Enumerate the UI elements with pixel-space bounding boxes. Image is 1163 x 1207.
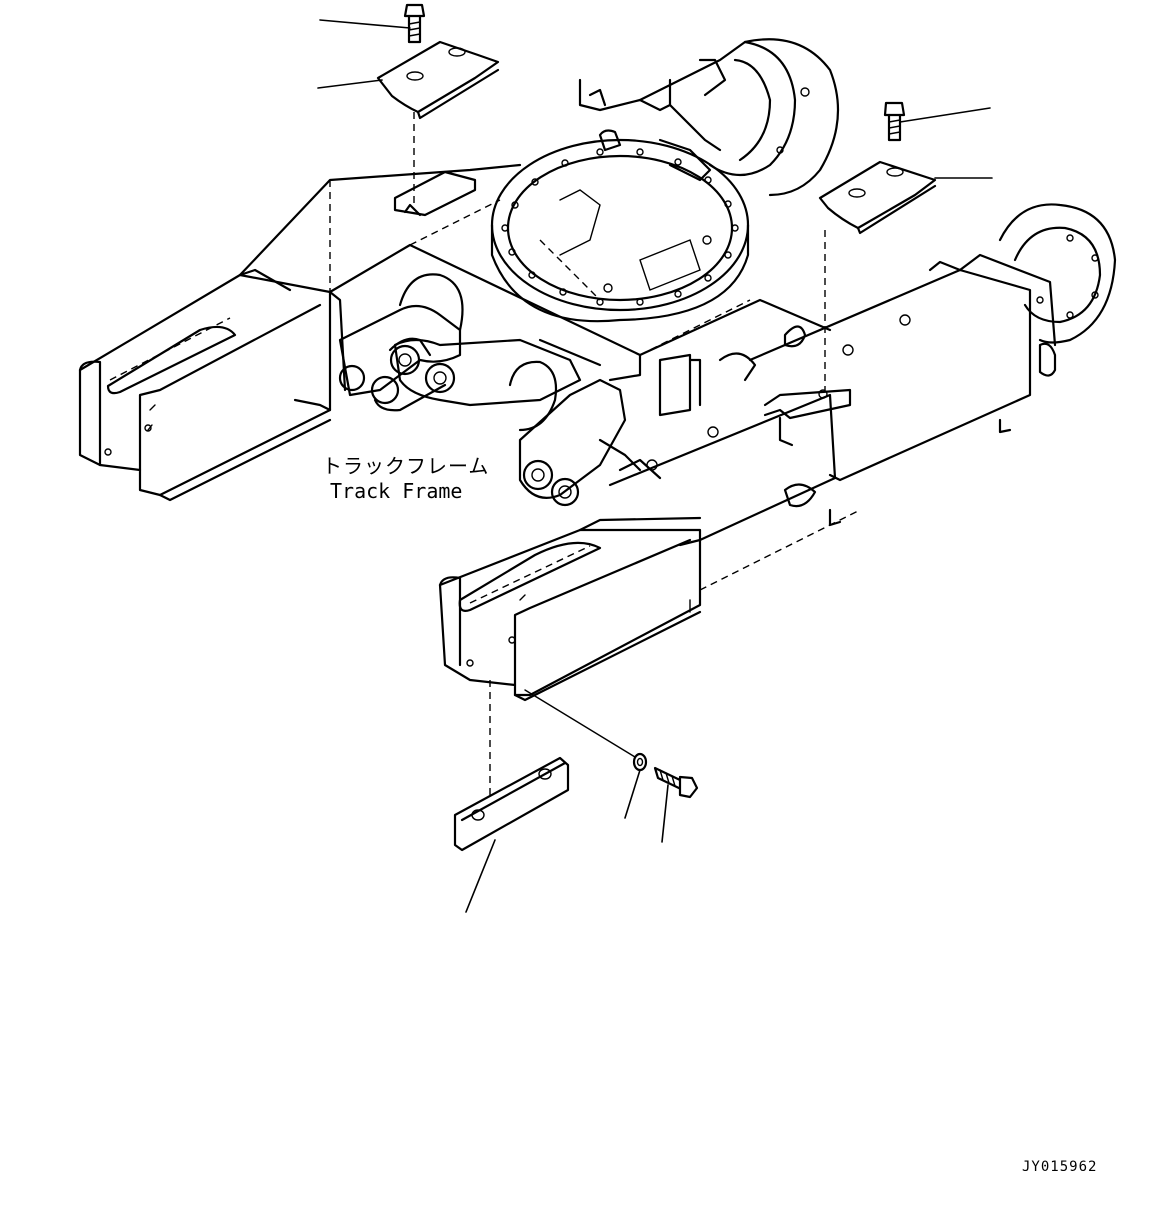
rear-drum xyxy=(578,38,840,197)
bolt-upper-right xyxy=(883,101,906,142)
drawing-number: JY015962 xyxy=(1022,1159,1097,1175)
cover-plate-upper-right xyxy=(818,160,937,235)
lower-cover-assembly xyxy=(453,680,699,852)
front-frame-extension xyxy=(438,393,861,702)
boom-bracket-center xyxy=(389,338,582,432)
bolt-lower xyxy=(653,766,699,799)
callout-leaders xyxy=(317,19,993,913)
bolt-upper-left xyxy=(403,3,426,44)
cover-plate-upper-left xyxy=(376,40,500,120)
assembly-label-jp: トラックフレーム xyxy=(322,454,489,478)
center-crossmember xyxy=(328,199,832,507)
left-side-frame xyxy=(78,163,522,502)
cover-plate-right-assembly xyxy=(818,101,937,390)
cover-plate-left-assembly xyxy=(376,3,500,205)
swing-circle xyxy=(490,138,750,323)
washer xyxy=(632,752,648,772)
boom-bracket-right xyxy=(518,378,642,507)
assembly-label-en: Track Frame xyxy=(330,479,462,503)
lower-cover-plate xyxy=(453,756,570,852)
right-side-frame xyxy=(646,203,1117,482)
track-frame xyxy=(78,38,1117,702)
swing-circle-bolt-holes xyxy=(501,148,739,306)
